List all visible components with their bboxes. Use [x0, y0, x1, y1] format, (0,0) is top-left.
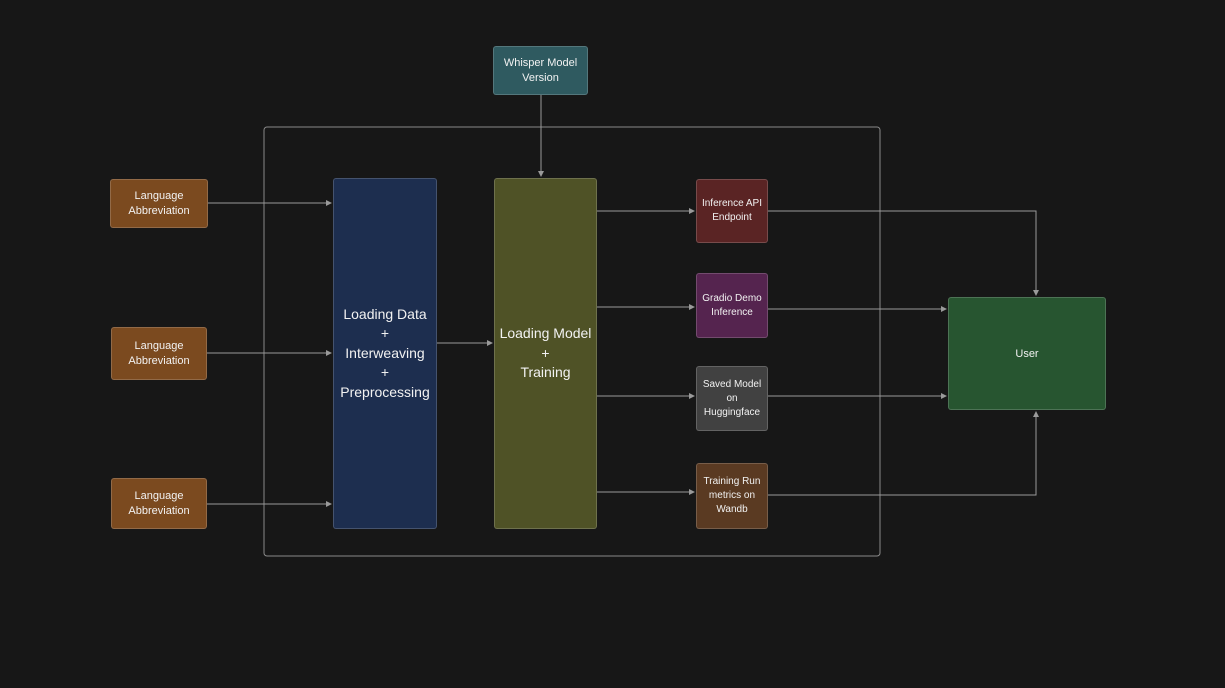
- node-label-line: Language: [134, 339, 184, 352]
- node-label-line: Language: [134, 489, 184, 502]
- node-label-line: Whisper Model: [503, 56, 578, 69]
- node-label-line: User: [1015, 347, 1039, 360]
- saved-model-huggingface-node: Saved Model on Huggingface: [696, 366, 768, 431]
- loading-model-training-node: Loading Model + Training: [494, 178, 597, 529]
- user-node: User: [948, 297, 1106, 410]
- node-label-line: Abbreviation: [128, 504, 190, 517]
- node-label-line: Inference API: [701, 198, 763, 209]
- inference-api-endpoint-node: Inference API Endpoint: [696, 179, 768, 243]
- language-abbreviation-node-3: Language Abbreviation: [111, 478, 207, 529]
- node-label-line: Saved Model: [702, 378, 762, 390]
- edge-wandb-to-user: [768, 411, 1039, 496]
- node-label-line: Huggingface: [703, 406, 761, 418]
- edge-infer-to-user: [768, 210, 1039, 296]
- node-label-line: Wandb: [716, 504, 748, 515]
- whisper-model-version-node: Whisper Model Version: [493, 46, 588, 95]
- node-label-line: +: [380, 364, 390, 381]
- node-label-line: Interweaving: [345, 344, 425, 361]
- training-run-metrics-wandb-node: Training Run metrics on Wandb: [696, 463, 768, 529]
- gradio-demo-inference-node: Gradio Demo Inference: [696, 273, 768, 338]
- node-label-line: Abbreviation: [128, 354, 190, 367]
- node-label-line: +: [541, 344, 550, 361]
- node-label-line: Endpoint: [712, 212, 752, 223]
- node-label-line: on: [726, 392, 738, 404]
- language-abbreviation-node-2: Language Abbreviation: [111, 327, 207, 380]
- node-label-line: Version: [522, 71, 559, 84]
- node-label-line: Language: [134, 189, 184, 202]
- node-label-line: Gradio Demo: [702, 292, 762, 304]
- node-label-line: +: [380, 325, 390, 342]
- node-label-line: Training: [520, 364, 571, 381]
- node-label-line: Preprocessing: [340, 383, 430, 400]
- node-label-line: Training Run: [703, 476, 761, 487]
- node-label-line: metrics on: [708, 490, 756, 501]
- pipeline-group-frame: [263, 126, 881, 557]
- loading-data-node: Loading Data + Interweaving + Preprocess…: [333, 178, 437, 529]
- node-label-line: Inference: [711, 306, 753, 318]
- node-label-line: Loading Model: [499, 325, 592, 342]
- node-label-line: Loading Data: [343, 305, 427, 322]
- language-abbreviation-node-1: Language Abbreviation: [110, 179, 208, 228]
- node-label-line: Abbreviation: [128, 204, 190, 217]
